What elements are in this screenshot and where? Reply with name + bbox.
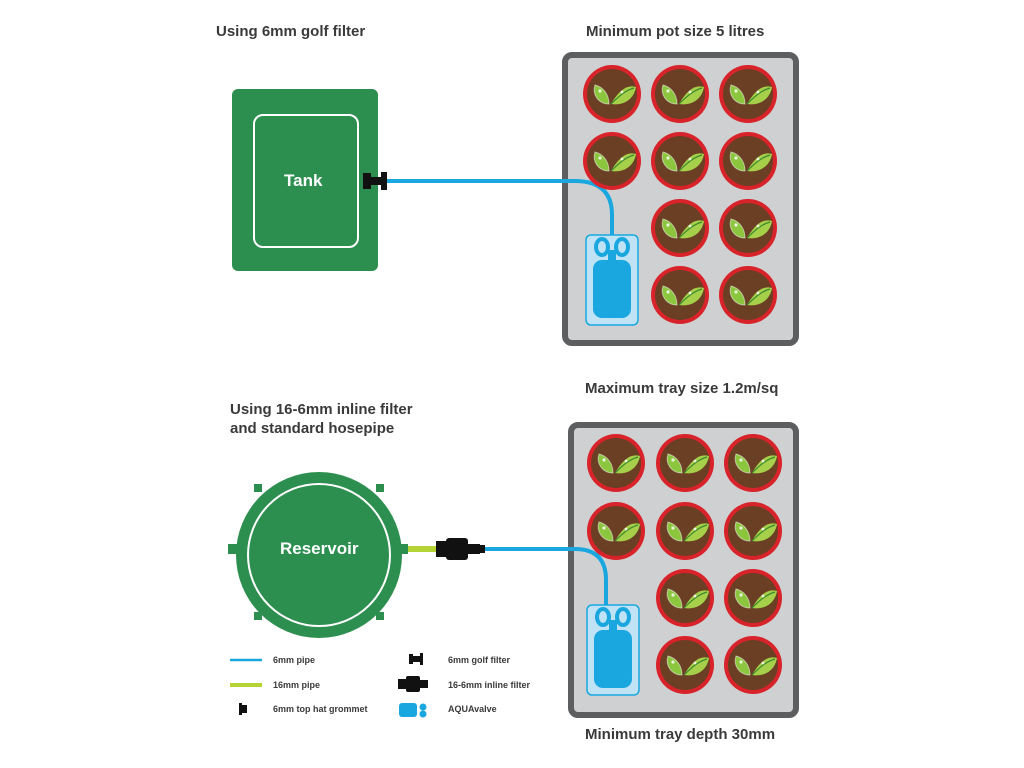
heading-inline-filter-line2: and standard hosepipe: [230, 420, 395, 437]
legend-label: 16mm pipe: [273, 680, 321, 690]
pot: [718, 198, 778, 258]
pot: [655, 433, 715, 493]
legend-label: 6mm pipe: [273, 655, 316, 665]
tank-label: Tank: [284, 171, 323, 190]
pot: [718, 265, 778, 325]
pot: [650, 131, 710, 191]
reservoir: Reservoir: [236, 472, 402, 638]
golf-filter-fitting: [363, 172, 387, 190]
pot: [718, 64, 778, 124]
pipe-6mm-top: [385, 179, 614, 248]
pot: [655, 568, 715, 628]
reservoir-ring: [247, 483, 391, 627]
pot: [655, 501, 715, 561]
heading-max-tray-size: Maximum tray size 1.2m/sq: [585, 380, 779, 397]
heading-golf-filter: Using 6mm golf filter: [216, 23, 366, 40]
pot: [723, 501, 783, 561]
golf-filter-icon: [409, 653, 423, 665]
pot: [723, 568, 783, 628]
pot: [582, 131, 642, 191]
pot: [586, 433, 646, 493]
aquavalve-top: [584, 233, 640, 327]
tank: Tank: [232, 89, 378, 271]
pot: [723, 635, 783, 695]
reservoir-label: Reservoir: [280, 539, 359, 558]
legend-label: AQUAvalve: [448, 704, 497, 714]
pot: [582, 64, 642, 124]
heading-min-pot-size: Minimum pot size 5 litres: [586, 23, 765, 40]
inline-filter-icon: [398, 676, 428, 692]
pot: [650, 265, 710, 325]
pot: [586, 501, 646, 561]
inline-filter-fitting: [436, 538, 485, 560]
pot: [718, 131, 778, 191]
pot: [650, 64, 710, 124]
aquavalve-icon: [399, 703, 427, 718]
heading-min-tray-depth: Minimum tray depth 30mm: [585, 726, 776, 743]
pot: [655, 635, 715, 695]
reservoir-nubs: [228, 484, 408, 620]
aquavalve-bottom: [585, 603, 641, 697]
legend-label: 16-6mm inline filter: [448, 680, 531, 690]
pot: [723, 433, 783, 493]
legend-label: 6mm top hat grommet: [273, 704, 368, 714]
grommet-icon: [239, 703, 247, 715]
heading-inline-filter-line1: Using 16-6mm inline filter: [230, 401, 413, 418]
tank-inner-outline: [253, 114, 359, 248]
legend-label: 6mm golf filter: [448, 655, 511, 665]
pot: [650, 198, 710, 258]
pipe-6mm-bottom: [482, 547, 608, 616]
